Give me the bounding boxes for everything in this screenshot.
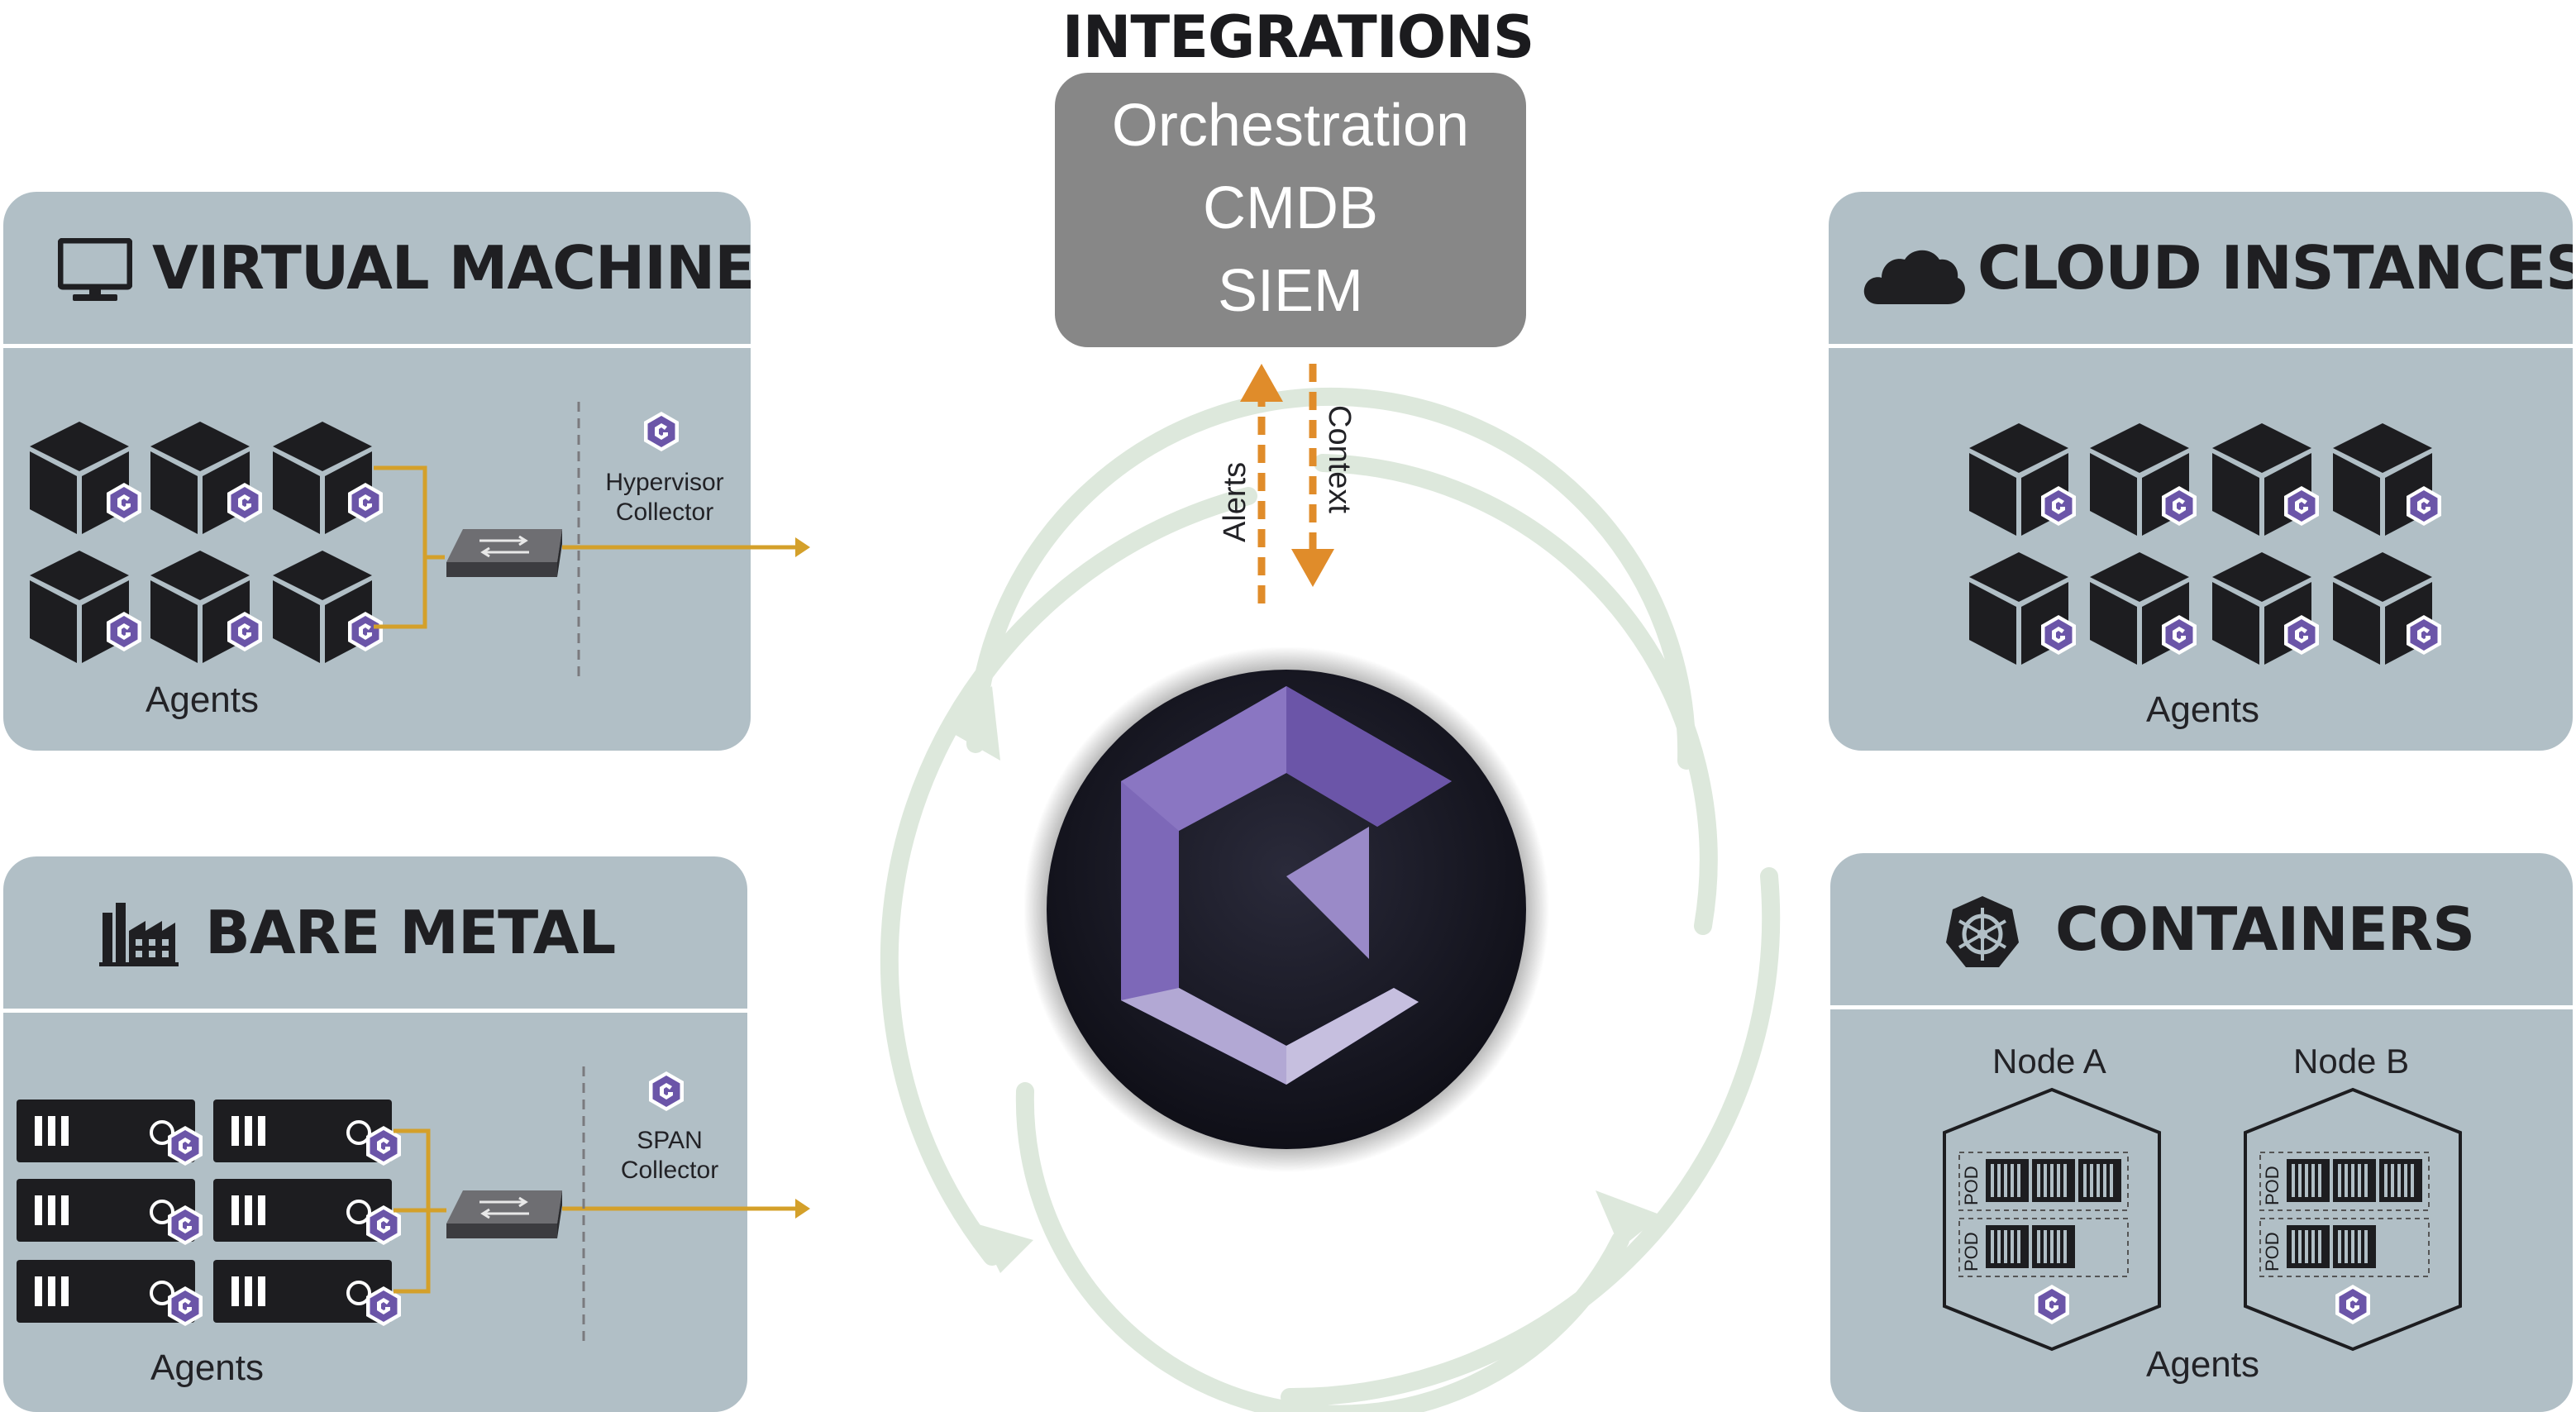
pod-chip-icon xyxy=(2078,1159,2121,1202)
cloud-agents-label: Agents xyxy=(2146,689,2259,730)
monitor-icon xyxy=(57,237,133,308)
context-label: Context xyxy=(1322,405,1357,513)
vm-cube xyxy=(30,422,129,534)
node-b-label: Node B xyxy=(2293,1042,2410,1080)
bare-metal-title: BARE METAL xyxy=(205,898,616,967)
logo-icon xyxy=(1121,686,1452,1085)
pod-chip-icon xyxy=(2333,1159,2376,1202)
vm-cube xyxy=(150,551,250,663)
server-unit xyxy=(212,1098,394,1164)
span-collector-label: SPAN Collector xyxy=(587,1126,747,1185)
cloud-instances-header: CLOUD INSTANCES xyxy=(1829,192,2573,348)
integration-siem: SIEM xyxy=(1217,258,1364,324)
vm-cube xyxy=(30,551,129,663)
integration-orchestration: Orchestration xyxy=(1111,93,1470,159)
node-b xyxy=(2244,1087,2462,1352)
cloud-icon xyxy=(1860,241,1968,311)
bm-links xyxy=(394,1128,795,1294)
pod-label: POD xyxy=(1961,1232,1982,1271)
vm-agents-label: Agents xyxy=(145,680,259,720)
hypervisor-collector-label: Hypervisor Collector xyxy=(582,468,747,527)
pod-chip-icon xyxy=(2333,1225,2376,1268)
node-a xyxy=(1943,1087,2161,1352)
bm-servers xyxy=(15,1098,401,1326)
cloud-instances-title: CLOUD INSTANCES xyxy=(1977,233,2573,303)
cycle-arrows xyxy=(880,387,1781,1412)
collector-line-2: Collector xyxy=(615,498,714,526)
pod-chip-icon xyxy=(2287,1225,2330,1268)
bare-metal-header: BARE METAL xyxy=(3,856,747,1013)
collector-line-2: Collector xyxy=(620,1157,719,1184)
network-switch-icon xyxy=(445,1189,564,1240)
cycle-arrowheads xyxy=(942,686,1662,1273)
server-unit xyxy=(212,1258,394,1324)
containers-title: CONTAINERS xyxy=(2055,894,2475,964)
cloud-instances-panel: CLOUD INSTANCES Agents xyxy=(1829,192,2573,751)
pod-chip-icon xyxy=(2287,1159,2330,1202)
alerts-label: Alerts xyxy=(1218,462,1252,542)
alerts-arrow xyxy=(1240,364,1283,603)
vm-agents-grid xyxy=(30,422,383,663)
node-a-label: Node A xyxy=(1992,1042,2106,1080)
containers-header: CONTAINERS xyxy=(1830,853,2573,1009)
integration-cmdb: CMDB xyxy=(1203,175,1378,241)
integrations-title: INTEGRATIONS xyxy=(1061,3,1535,71)
hypervisor-collector-icon xyxy=(644,412,679,451)
virtual-machines-header: VIRTUAL MACHINES xyxy=(3,192,751,348)
network-switch-icon xyxy=(445,527,564,579)
pod-chip-icon xyxy=(1986,1159,2029,1202)
pod-chip-icon xyxy=(2032,1225,2075,1268)
pod-chip-icon xyxy=(2379,1159,2422,1202)
vm-cube xyxy=(150,422,250,534)
virtual-machines-title: VIRTUAL MACHINES xyxy=(152,233,751,303)
integrations-box: Orchestration CMDB SIEM xyxy=(1055,73,1526,347)
containers-agents-label: Agents xyxy=(2146,1344,2259,1385)
pod-chip-icon xyxy=(2032,1159,2075,1202)
vm-links xyxy=(374,465,795,629)
kubernetes-helm-icon xyxy=(1944,894,2020,974)
pod-label: POD xyxy=(2262,1232,2283,1271)
collector-line-1: Hypervisor xyxy=(605,469,724,496)
pod-chip-icon xyxy=(1986,1225,2029,1268)
factory-icon xyxy=(99,898,179,971)
containers-panel: CONTAINERS Node A Node B Agents xyxy=(1830,853,2573,1412)
pod-label: POD xyxy=(2262,1166,2283,1205)
agent-badge-icon xyxy=(2335,1285,2370,1324)
server-unit xyxy=(212,1177,394,1243)
cloud-agents-grid xyxy=(1969,423,2441,665)
span-collector-icon xyxy=(649,1071,684,1111)
context-arrow xyxy=(1291,364,1334,587)
collector-line-1: SPAN xyxy=(637,1127,703,1154)
bm-agents-label: Agents xyxy=(150,1348,264,1388)
agent-badge-icon xyxy=(2035,1285,2069,1324)
pod-label: POD xyxy=(1961,1166,1982,1205)
